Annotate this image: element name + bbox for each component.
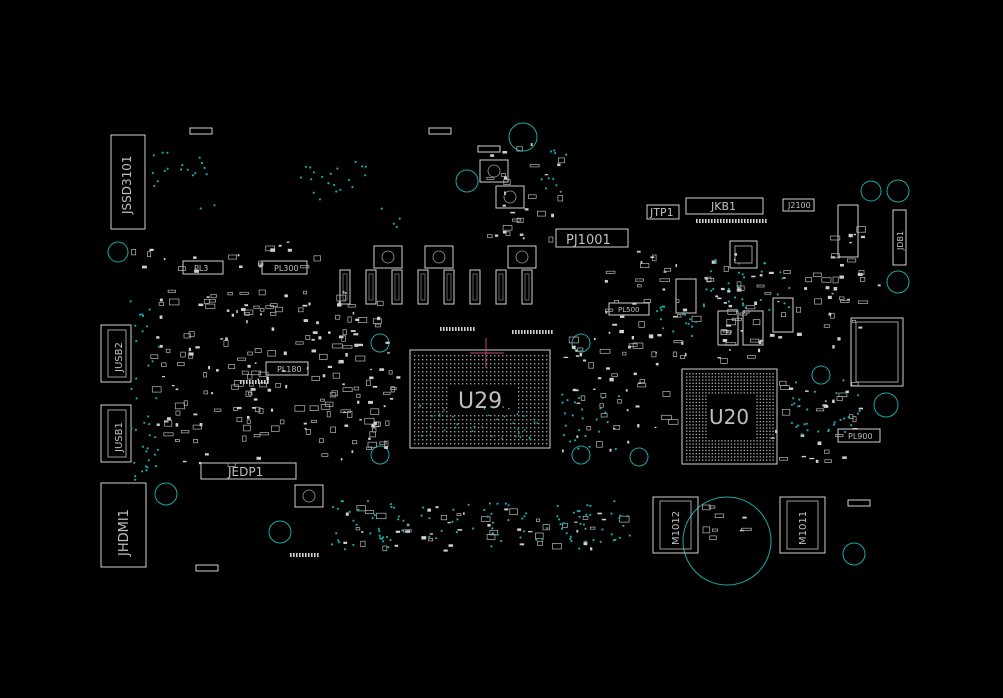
jusb2-label: JUSB2 <box>114 342 125 373</box>
pj1001-connector[interactable]: PJ1001 <box>555 228 629 248</box>
pl180-label: PL180 <box>277 365 302 374</box>
m1011-label: M1011 <box>798 511 809 545</box>
mounting-hole <box>886 179 910 203</box>
small-ic-top[interactable] <box>729 240 758 269</box>
pl300-inductor[interactable]: PL300 <box>261 260 308 275</box>
jkb1-label: JKB1 <box>710 200 736 213</box>
j2100-label: J2100 <box>787 201 811 210</box>
jkb1-connector[interactable]: JKB1 <box>685 197 764 215</box>
jusb1-label: JUSB1 <box>114 422 125 453</box>
pl3-inductor[interactable]: PL3 <box>182 260 224 275</box>
mounting-hole <box>455 169 479 193</box>
mounting-hole <box>508 122 538 152</box>
m1012-memory[interactable]: M1012 <box>652 496 699 554</box>
right-ic-grid[interactable] <box>850 317 904 387</box>
jusb1-connector[interactable]: JUSB1 <box>100 404 132 463</box>
pl500-inductor[interactable]: PL500 <box>608 302 650 316</box>
pl900-inductor[interactable]: PL900 <box>837 428 881 443</box>
jtp1-label: JTP1 <box>649 206 674 219</box>
jtp1-connector[interactable]: JTP1 <box>646 204 680 220</box>
speaker-ring <box>682 496 772 586</box>
mounting-hole <box>886 270 910 294</box>
mounting-hole <box>268 520 292 544</box>
u20-label: U20 <box>709 405 749 429</box>
pl500-label: PL500 <box>618 306 639 314</box>
mounting-hole <box>370 445 390 465</box>
mounting-hole <box>811 365 831 385</box>
test-points <box>129 149 861 551</box>
jedp1-label: JEDP1 <box>227 465 263 479</box>
jssd3101-label: JSSD3101 <box>120 155 134 215</box>
jedp1-connector[interactable]: JEDP1 <box>200 462 297 480</box>
jssd3101-connector[interactable]: JSSD3101 <box>110 134 146 230</box>
m1011-memory[interactable]: M1011 <box>779 496 826 554</box>
j2100-connector[interactable]: J2100 <box>782 198 815 212</box>
cursor-marker <box>470 338 504 368</box>
mounting-hole <box>873 392 899 418</box>
mounting-holes <box>107 122 910 586</box>
m1012-label: M1012 <box>671 511 682 545</box>
mounting-hole <box>154 482 178 506</box>
mounting-hole <box>842 542 866 566</box>
pj1001-label: PJ1001 <box>566 233 611 248</box>
pl3-label: PL3 <box>194 264 208 273</box>
jdb1-label: JDB1 <box>896 231 905 251</box>
minor-components <box>131 127 881 572</box>
jdb1-connector[interactable]: JDB1 <box>892 209 907 266</box>
jhdmi1-connector[interactable]: JHDMI1 <box>100 482 147 568</box>
u29-cpu-chip[interactable]: U29 <box>409 338 551 449</box>
mounting-hole <box>629 447 649 467</box>
pl180-inductor[interactable]: PL180 <box>265 361 309 376</box>
mounting-hole <box>860 180 882 202</box>
u29-label: U29 <box>458 389 502 414</box>
mounting-hole <box>571 445 591 465</box>
pl900-label: PL900 <box>848 432 873 441</box>
u20-pch-chip[interactable]: U20 <box>681 368 778 465</box>
ic-column-right[interactable] <box>837 204 859 258</box>
jhdmi1-label: JHDMI1 <box>117 509 132 557</box>
pl300-label: PL300 <box>274 264 299 273</box>
jusb2-connector[interactable]: JUSB2 <box>100 324 132 383</box>
mounting-hole <box>107 241 129 263</box>
